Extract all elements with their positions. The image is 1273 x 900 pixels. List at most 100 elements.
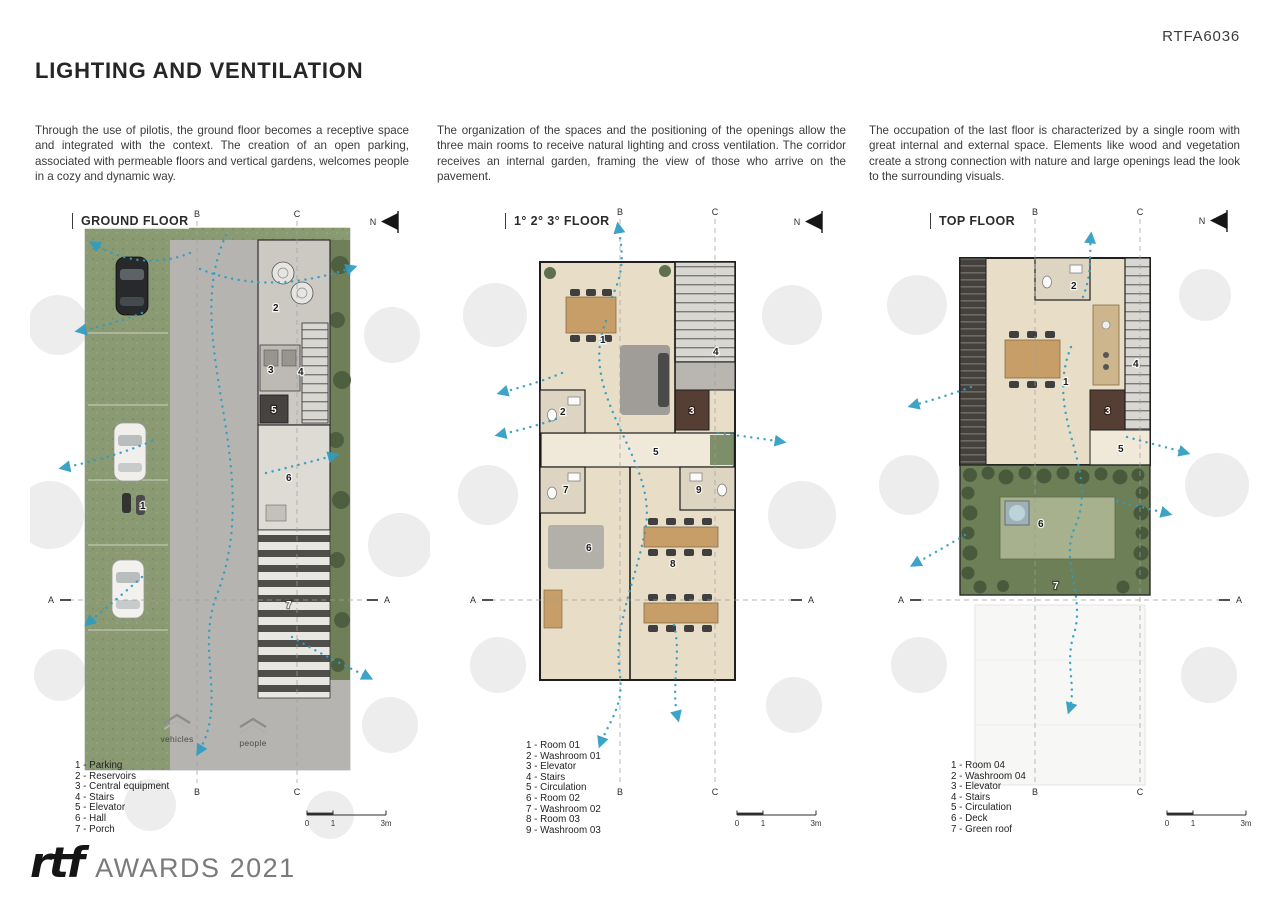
svg-text:A: A (808, 595, 814, 605)
hedge-bushes (328, 256, 351, 672)
svg-text:N: N (370, 217, 377, 227)
people-entry-label: people (239, 738, 266, 748)
legend-typical-floor: 1 - Room 01 2 - Washroom 01 3 - Elevator… (526, 740, 601, 836)
svg-text:3m: 3m (380, 819, 391, 828)
legend-item: 8 - Room 03 (526, 814, 580, 826)
room-numbers: 1 2 3 4 5 6 7 (139, 302, 305, 612)
grid-lines (482, 219, 802, 783)
svg-text:4: 4 (298, 367, 304, 378)
legend-item: 3 - Elevator (526, 761, 577, 773)
svg-text:C: C (1137, 207, 1144, 217)
north-arrow: N (794, 211, 823, 233)
legend-item: 6 - Room 02 (526, 792, 580, 804)
svg-text:1: 1 (761, 819, 766, 828)
legend-item: 2 - Washroom 04 (951, 770, 1026, 782)
intro-paragraph-1: Through the use of pilotis, the ground f… (35, 124, 409, 184)
svg-text:0: 0 (1165, 819, 1170, 828)
svg-text:6: 6 (286, 473, 292, 484)
svg-text:1: 1 (331, 819, 336, 828)
svg-text:3m: 3m (810, 819, 821, 828)
svg-text:A: A (470, 595, 476, 605)
plan-title-top-floor: TOP FLOOR (930, 213, 1016, 229)
svg-text:8: 8 (670, 559, 676, 570)
entry-markers: vehicles people (160, 713, 267, 748)
legend-item: 5 - Circulation (526, 782, 587, 794)
legend-item: 4 - Stairs (75, 791, 115, 803)
legend-item: 1 - Room 04 (951, 760, 1005, 771)
typical-floor-panel: B C B C A A N (450, 205, 850, 855)
svg-text:3: 3 (689, 406, 695, 417)
typical-floor-plan-drawing: B C B C A A N (458, 207, 836, 797)
plan-title-ground-floor: GROUND FLOOR (72, 213, 189, 229)
project-code: RTFA6036 (1162, 28, 1240, 45)
svg-text:A: A (1236, 595, 1242, 605)
svg-text:4: 4 (713, 347, 719, 358)
context-vegetation (458, 283, 836, 733)
svg-text:3: 3 (1105, 406, 1111, 417)
legend-item: 6 - Deck (951, 812, 988, 824)
north-arrow: N (370, 211, 399, 233)
ventilation-arrows (907, 231, 1191, 715)
legend-item: 7 - Porch (75, 823, 115, 835)
legend-item: 3 - Elevator (951, 781, 1002, 793)
intro-paragraph-2: The organization of the spaces and the p… (437, 124, 846, 184)
legend-top-floor: 1 - Room 04 2 - Washroom 04 3 - Elevator… (951, 760, 1026, 835)
legend-item: 7 - Green roof (951, 823, 1012, 835)
legend-item: 5 - Circulation (951, 802, 1012, 814)
legend-item: 4 - Stairs (951, 791, 991, 803)
svg-text:6: 6 (586, 543, 592, 554)
floor-plan (539, 261, 736, 681)
intro-paragraph-3: The occupation of the last floor is char… (869, 124, 1240, 184)
building-core (257, 239, 331, 699)
site-plan: vehicles people (84, 227, 351, 771)
svg-text:0: 0 (735, 819, 740, 828)
svg-text:0: 0 (305, 819, 310, 828)
footer-branding: rtf AWARDS 2021 (30, 838, 296, 887)
grid-lines (60, 221, 378, 783)
svg-text:5: 5 (271, 405, 277, 416)
top-floor-plan-drawing: B C B C A A N (879, 207, 1249, 797)
room02-furniture (543, 525, 604, 629)
legend-ground-floor: 1 - Parking 2 - Reservoirs 3 - Central e… (75, 760, 170, 835)
legend-item: 3 - Central equipment (75, 781, 170, 793)
svg-text:5: 5 (653, 447, 659, 458)
grid-labels: B C B C A A (898, 207, 1242, 797)
grid-labels: B C B C A A (470, 207, 814, 797)
svg-text:1: 1 (1191, 819, 1196, 828)
svg-text:5: 5 (1118, 444, 1124, 455)
legend-item: 7 - Washroom 02 (526, 803, 601, 815)
rtf-logo: rtf (30, 838, 85, 887)
legend-item: 9 - Washroom 03 (526, 824, 601, 836)
svg-text:B: B (194, 209, 200, 219)
page-title: LIGHTING AND VENTILATION (35, 58, 364, 83)
context-vegetation (879, 269, 1249, 703)
legend-item: 4 - Stairs (526, 771, 566, 783)
floor-plan (959, 257, 1151, 596)
room01-furniture (544, 265, 671, 415)
svg-text:7: 7 (1053, 581, 1059, 592)
scale-bar: 0 1 3m (1165, 810, 1252, 828)
svg-text:9: 9 (696, 485, 702, 496)
ground-floor-panel: vehicles people B C B C A A N (30, 205, 430, 855)
svg-text:2: 2 (273, 303, 279, 314)
north-arrow: N (1199, 210, 1228, 232)
svg-text:1: 1 (140, 501, 146, 512)
svg-text:C: C (294, 209, 301, 219)
grid-labels: B C B C A A (48, 209, 390, 797)
legend-item: 6 - Hall (75, 812, 107, 824)
legend-item: 1 - Room 01 (526, 740, 580, 751)
svg-text:B: B (617, 787, 623, 797)
ventilation-arrows (58, 233, 374, 757)
svg-text:7: 7 (563, 485, 569, 496)
vehicles-entry-label: vehicles (160, 734, 193, 744)
svg-text:2: 2 (560, 407, 566, 418)
room-numbers: 1 2 3 4 5 6 7 (1037, 280, 1140, 593)
scale-bar: 0 1 3m (735, 810, 822, 828)
svg-text:B: B (617, 207, 623, 217)
legend-item: 2 - Reservoirs (75, 770, 136, 782)
room03-furniture (643, 518, 719, 632)
scale-bar: 0 1 3m (305, 810, 392, 828)
svg-text:A: A (898, 595, 904, 605)
svg-text:B: B (1032, 207, 1038, 217)
